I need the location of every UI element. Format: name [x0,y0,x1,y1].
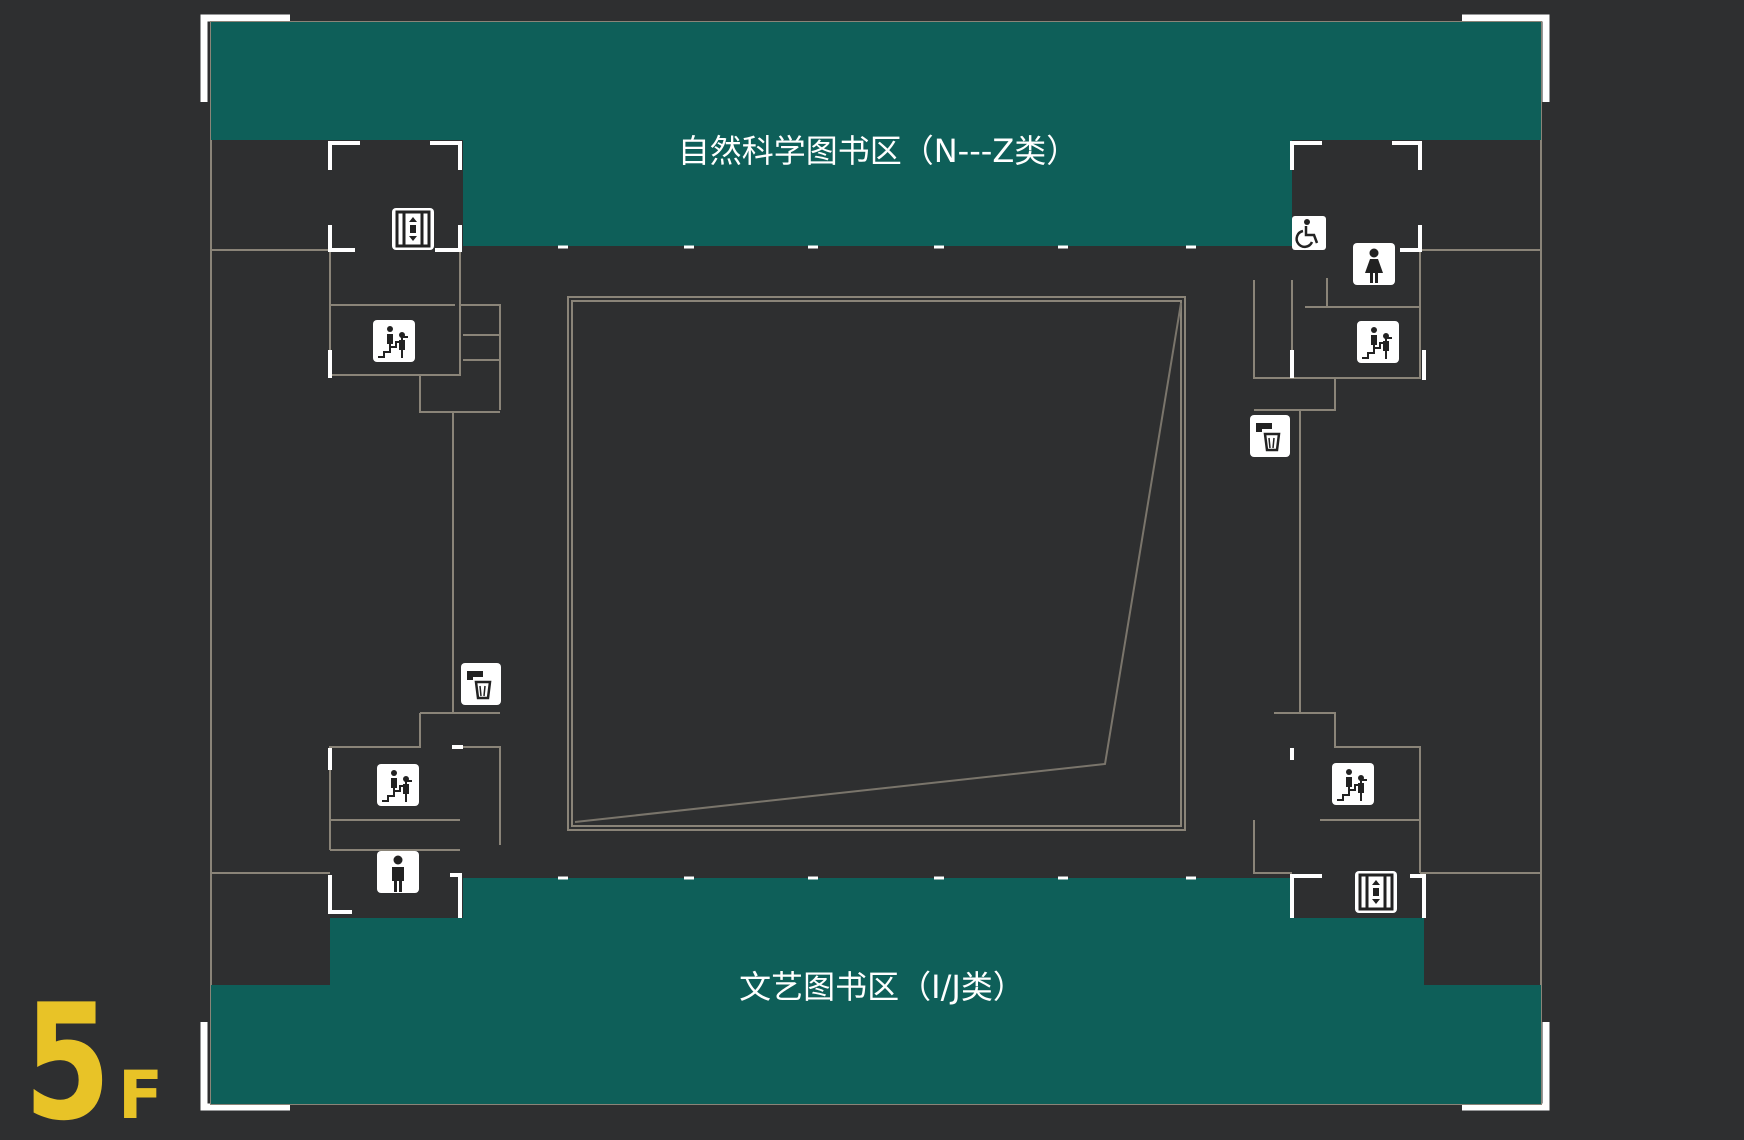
zone-north-area: 自然科学图书区（N---Z类） [211,22,1541,246]
elevator-icon [390,206,436,252]
mens-toilet-icon [377,851,419,893]
stairs-icon [372,319,416,363]
core-bracket-marks [328,141,1426,918]
zone-north-label: 自然科学图书区（N---Z类） [678,132,1079,170]
accessible-toilet-icon [1290,214,1328,252]
corner-brackets [200,14,1550,1111]
stairs-icon [1356,320,1400,364]
womens-toilet-icon [1353,243,1395,285]
elevator-icon [1353,869,1399,915]
zone-south-area: 文艺图书区（I/J类） [211,878,1541,1104]
door-marks [558,245,1196,880]
stairs-icon [376,763,420,807]
drinking-water-icon [1248,413,1292,459]
drinking-water-icon [459,661,503,707]
zone-south-label: 文艺图书区（I/J类） [739,968,1025,1006]
floor-indicator: 5 F [24,970,163,1140]
floor-number: 5 [24,970,111,1140]
floor-suffix: F [118,1057,163,1134]
stairs-icon [1331,762,1375,806]
